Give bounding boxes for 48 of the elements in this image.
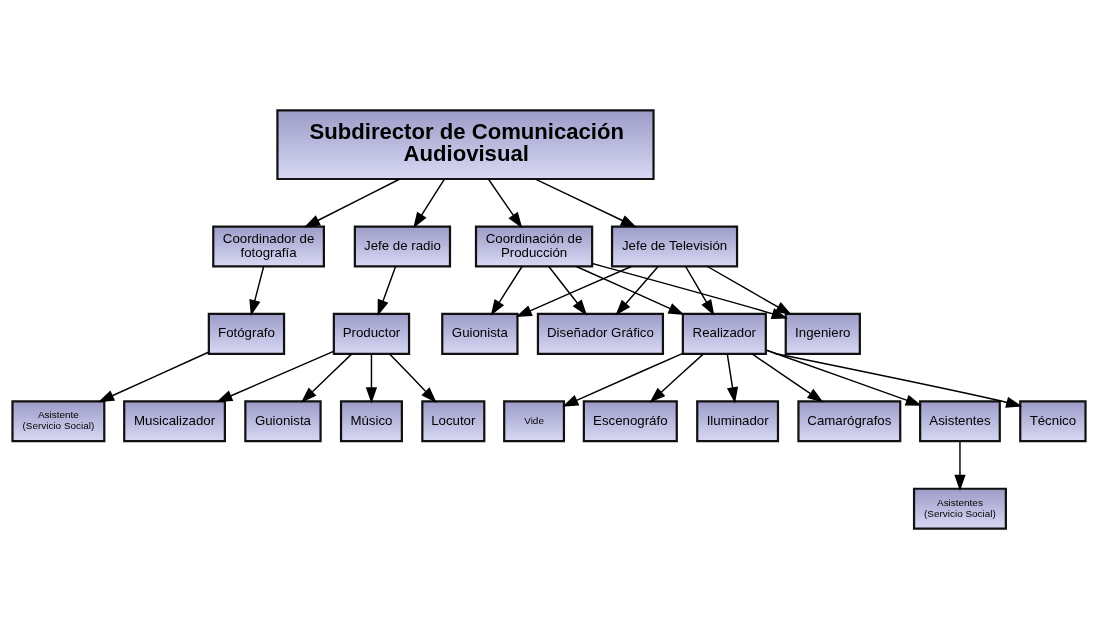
arrow	[98, 351, 210, 402]
node-box: Jefe de radio	[353, 224, 452, 267]
node-box: Asistente (Servicio Social)	[11, 399, 106, 442]
node-box: Productor	[332, 312, 411, 355]
arrow	[684, 265, 715, 316]
arrow	[413, 178, 445, 228]
arrow	[649, 352, 705, 403]
arrow	[365, 352, 378, 403]
node-box: Fotógrafo	[207, 312, 286, 355]
node-box: Coordinador de fotografía	[212, 224, 325, 267]
node-box: Guionista	[441, 312, 519, 355]
node-box: Músico	[339, 399, 403, 442]
arrow	[751, 352, 824, 403]
node-box: Subdirector de Comunicación Audiovisual	[276, 108, 655, 180]
node-box: Iluminador	[696, 399, 780, 442]
arrow	[300, 352, 353, 403]
arrow	[726, 352, 739, 403]
arrow	[249, 265, 265, 316]
node-box: Camarógrafos	[797, 399, 902, 442]
node-box: Técnico	[1019, 399, 1087, 442]
node-box: Guionista	[244, 399, 322, 442]
node-box: Jefe de Televisión	[610, 224, 739, 267]
arrow	[954, 440, 966, 491]
arrow	[615, 265, 659, 316]
arrow	[591, 262, 788, 319]
node-box: Musicalizador	[123, 399, 226, 442]
arrow	[490, 265, 523, 316]
arrow	[575, 265, 685, 315]
node-box: Asistentes (Servicio Social)	[912, 487, 1007, 530]
arrow	[765, 348, 1023, 408]
arrow	[487, 178, 523, 228]
node-box: Coordinación de Producción	[474, 224, 594, 267]
arrow	[388, 352, 437, 403]
node-box: Realizador	[681, 312, 767, 355]
node-box: Ingeniero	[784, 312, 861, 355]
arrow	[515, 265, 633, 317]
node-box: Asistentes	[919, 399, 1001, 442]
arrow	[562, 352, 684, 407]
arrow	[548, 265, 588, 316]
arrow	[534, 177, 637, 227]
node-box: Diseñador Gráfico	[536, 312, 665, 355]
arrow	[216, 350, 335, 402]
arrow	[706, 265, 792, 315]
node-box: Vide	[503, 399, 566, 442]
arrow	[303, 178, 401, 228]
arrow	[377, 265, 397, 316]
node-box: Escenográfo	[582, 399, 678, 442]
node-box: Locutor	[421, 399, 486, 442]
